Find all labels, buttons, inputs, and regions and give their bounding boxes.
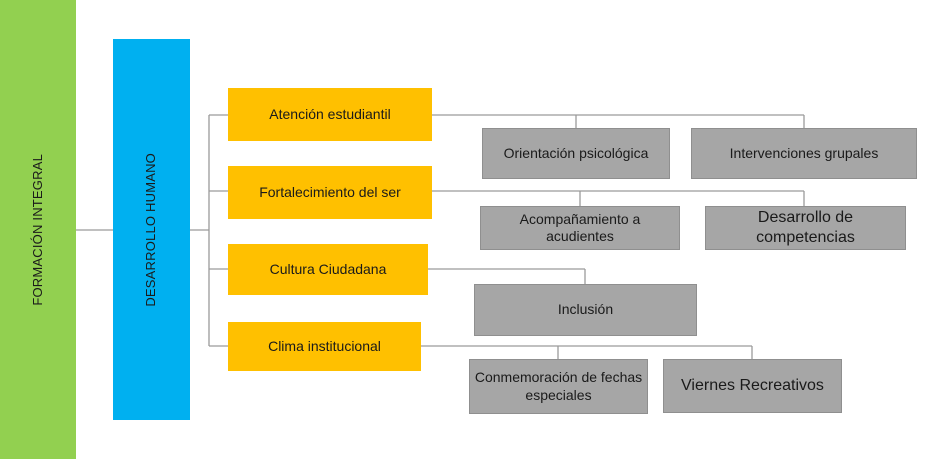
leaf-label: Conmemoración de fechas especiales [474, 369, 643, 403]
branch-fortalecimiento-del-ser: Fortalecimiento del ser [228, 166, 432, 219]
branch-clima-institucional: Clima institucional [228, 322, 421, 371]
leaf-acompanamiento-acudientes: Acompañamiento a acudientes [480, 206, 680, 250]
root-label: FORMACIÓN INTEGRAL [29, 153, 45, 306]
leaf-inclusion: Inclusión [474, 284, 697, 336]
branch-label: Atención estudiantil [269, 105, 391, 122]
level1-node: DESARROLLO HUMANO [113, 39, 190, 420]
branch-label: Fortalecimiento del ser [259, 183, 401, 200]
leaf-intervenciones-grupales: Intervenciones grupales [691, 128, 917, 179]
root-node: FORMACIÓN INTEGRAL [0, 0, 76, 459]
branch-label: Cultura Ciudadana [269, 260, 387, 277]
branch-label: Clima institucional [268, 337, 381, 354]
level1-label: DESARROLLO HUMANO [143, 152, 159, 307]
leaf-orientacion-psicologica: Orientación psicológica [482, 128, 670, 179]
leaf-label: Inclusión [557, 301, 614, 318]
branch-atencion-estudiantil: Atención estudiantil [228, 88, 432, 141]
branch-cultura-ciudadana: Cultura Ciudadana [228, 244, 428, 295]
leaf-viernes-recreativos: Viernes Recreativos [663, 359, 842, 413]
leaf-label: Acompañamiento a acudientes [519, 210, 641, 245]
leaf-label: Orientación psicológica [503, 144, 649, 161]
leaf-desarrollo-competencias: Desarrollo de competencias [705, 206, 906, 250]
leaf-label: Intervenciones grupales [729, 144, 879, 161]
leaf-label: Viernes Recreativos [681, 377, 824, 394]
leaf-conmemoracion-fechas: Conmemoración de fechas especiales [469, 359, 648, 414]
leaf-label: Desarrollo de competencias [756, 209, 855, 246]
